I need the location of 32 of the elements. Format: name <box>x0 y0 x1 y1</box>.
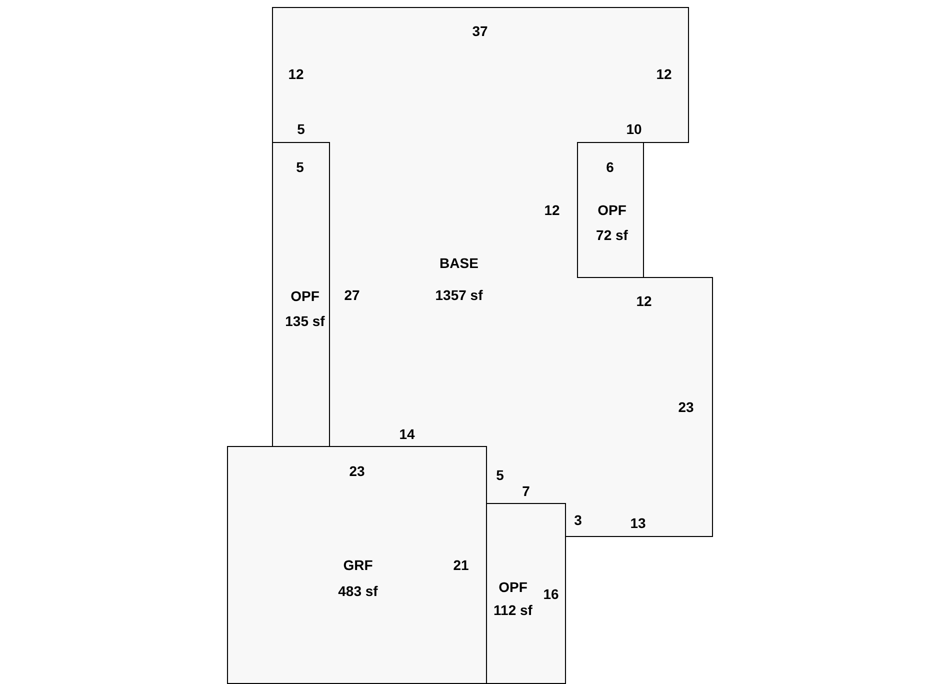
area-size: 112 sf <box>494 602 532 618</box>
area-name: GRF <box>343 557 373 573</box>
dimension-label: 14 <box>399 426 415 442</box>
dimension-label: 27 <box>344 287 360 303</box>
dimension-label: 12 <box>544 202 560 218</box>
area-name: OPF <box>498 579 528 595</box>
dimension-label: 23 <box>349 463 365 479</box>
dimension-label: 5 <box>297 121 305 137</box>
dimension-label: 13 <box>630 515 646 531</box>
dimension-label: 12 <box>636 293 652 309</box>
dimension-label: 21 <box>453 557 469 573</box>
dimension-label: 12 <box>288 66 304 82</box>
area-size: 1357 sf <box>435 287 483 303</box>
room-area <box>486 503 566 684</box>
dimension-label: 16 <box>543 586 559 602</box>
room-area <box>272 142 330 447</box>
area-size: 72 sf <box>596 227 628 243</box>
area-size: 483 sf <box>338 583 378 599</box>
dimension-label: 10 <box>626 121 642 137</box>
dimension-label: 6 <box>606 159 614 175</box>
dimension-label: 12 <box>656 66 672 82</box>
area-size: 135 sf <box>285 313 325 329</box>
area-name: OPF <box>598 202 626 218</box>
area-name: OPF <box>290 288 320 304</box>
area-name: BASE <box>440 255 478 271</box>
dimension-label: 37 <box>472 23 488 39</box>
dimension-label: 5 <box>296 159 304 175</box>
dimension-label: 23 <box>678 399 694 415</box>
dimension-label: 5 <box>496 467 504 483</box>
dimension-label: 7 <box>522 483 530 499</box>
dimension-label: 3 <box>574 512 582 528</box>
room-area <box>227 446 487 684</box>
